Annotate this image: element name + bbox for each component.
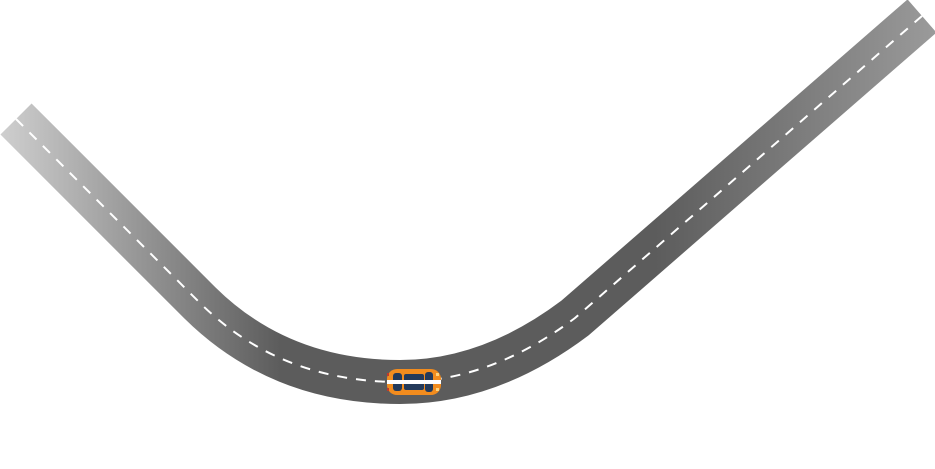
car-headlight bbox=[436, 388, 439, 391]
car-stripe bbox=[387, 380, 441, 384]
player-car[interactable] bbox=[387, 369, 441, 395]
car-taillight bbox=[387, 388, 389, 391]
car-headlight bbox=[436, 373, 439, 376]
car-taillight bbox=[387, 373, 389, 376]
lane-marking bbox=[15, 15, 923, 384]
road bbox=[0, 0, 935, 404]
